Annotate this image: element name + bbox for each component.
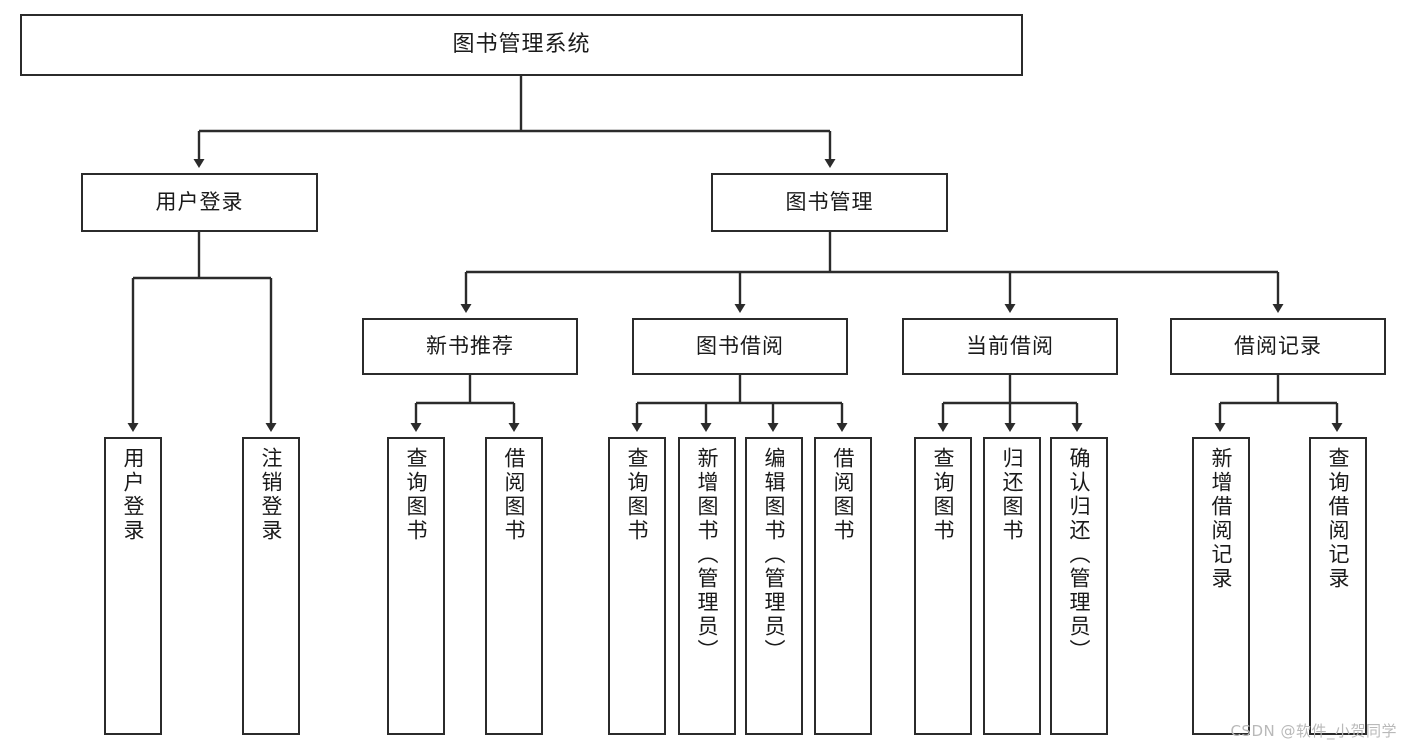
- node-label: 查询图书: [625, 447, 650, 543]
- node-label: 图书借阅: [696, 334, 784, 359]
- node-label: 确认归还（管理员）: [1067, 447, 1092, 663]
- node-current-borrow[interactable]: 当前借阅: [902, 318, 1118, 375]
- node-label: 查询图书: [931, 447, 956, 543]
- node-label: 借阅图书: [831, 447, 856, 543]
- leaf-record-query-borrow-record[interactable]: 查询借阅记录: [1309, 437, 1367, 735]
- leaf-borrow-add-book-admin[interactable]: 新增图书（管理员）: [678, 437, 736, 735]
- leaf-borrow-edit-book-admin[interactable]: 编辑图书（管理员）: [745, 437, 803, 735]
- node-user-login[interactable]: 用户登录: [81, 173, 318, 232]
- node-label: 新书推荐: [426, 334, 514, 359]
- node-label: 查询借阅记录: [1326, 447, 1351, 591]
- node-label: 编辑图书（管理员）: [762, 447, 787, 663]
- node-label: 借阅图书: [502, 447, 527, 543]
- node-root-system[interactable]: 图书管理系统: [20, 14, 1023, 76]
- leaf-borrow-borrow-book[interactable]: 借阅图书: [814, 437, 872, 735]
- leaf-current-return-book[interactable]: 归还图书: [983, 437, 1041, 735]
- csdn-watermark: CSDN @软件_小贺同学: [1230, 722, 1397, 740]
- leaf-record-add-borrow-record[interactable]: 新增借阅记录: [1192, 437, 1250, 735]
- node-book-management[interactable]: 图书管理: [711, 173, 948, 232]
- node-label: 归还图书: [1000, 447, 1025, 543]
- node-label: 图书管理: [785, 190, 874, 215]
- node-label: 新增图书（管理员）: [695, 447, 720, 663]
- node-new-book-recommend[interactable]: 新书推荐: [362, 318, 578, 375]
- node-label: 查询图书: [404, 447, 429, 543]
- node-label: 用户登录: [155, 190, 244, 215]
- node-borrow-record[interactable]: 借阅记录: [1170, 318, 1386, 375]
- node-label: 新增借阅记录: [1209, 447, 1234, 591]
- node-label: 图书管理系统: [452, 32, 591, 58]
- leaf-user-login[interactable]: 用户登录: [104, 437, 162, 735]
- leaf-newbook-query-book[interactable]: 查询图书: [387, 437, 445, 735]
- node-label: 当前借阅: [966, 334, 1054, 359]
- leaf-newbook-borrow-book[interactable]: 借阅图书: [485, 437, 543, 735]
- node-book-borrow[interactable]: 图书借阅: [632, 318, 848, 375]
- node-label: 借阅记录: [1234, 334, 1322, 359]
- node-label: 用户登录: [121, 447, 146, 543]
- leaf-current-query-book[interactable]: 查询图书: [914, 437, 972, 735]
- leaf-current-confirm-return-admin[interactable]: 确认归还（管理员）: [1050, 437, 1108, 735]
- node-label: 注销登录: [259, 447, 284, 543]
- leaf-borrow-query-book[interactable]: 查询图书: [608, 437, 666, 735]
- leaf-user-logout[interactable]: 注销登录: [242, 437, 300, 735]
